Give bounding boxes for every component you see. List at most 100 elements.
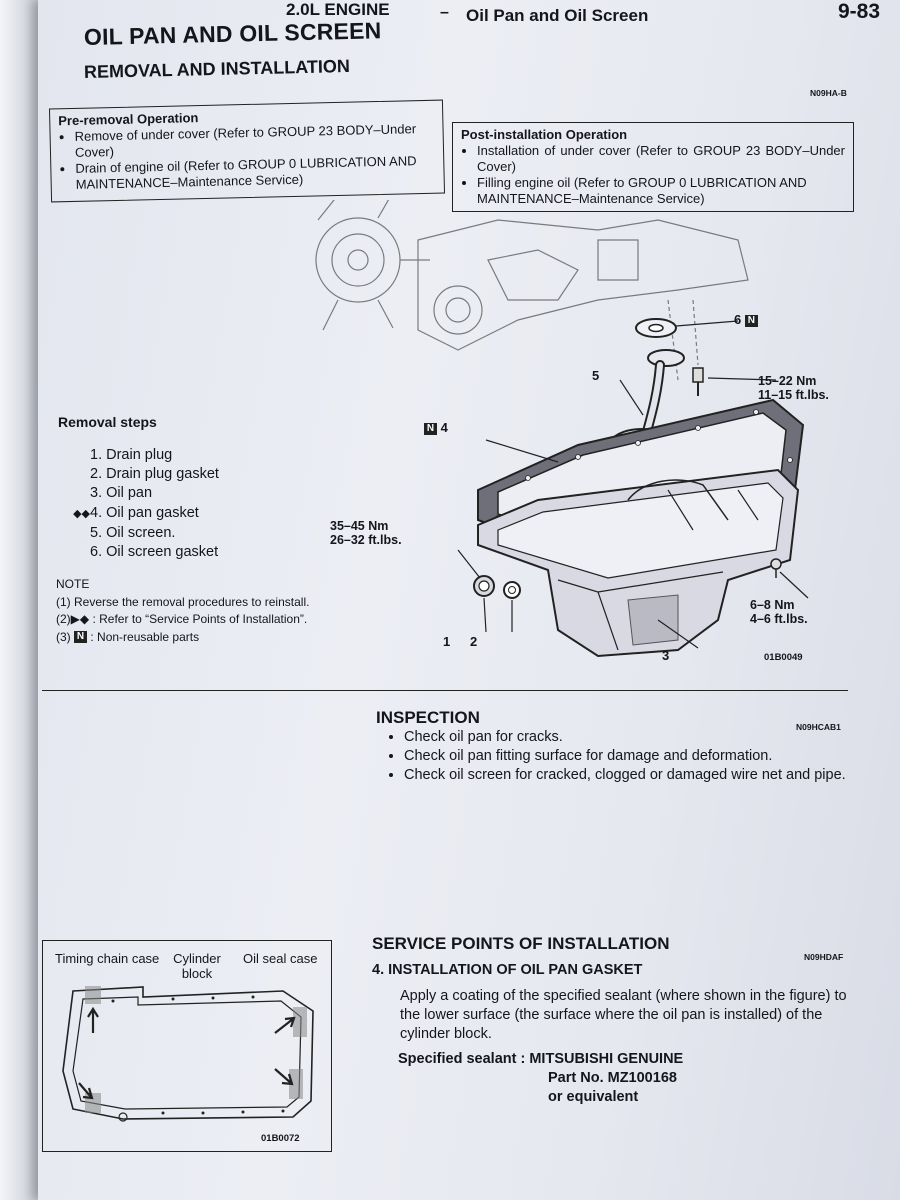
list-item: Filling engine oil (Refer to GROUP 0 LUB…: [477, 175, 845, 207]
leader-line: [483, 597, 487, 633]
torque-imperial: 11–15 ft.lbs.: [758, 388, 829, 402]
engine-block-outline: [315, 200, 749, 381]
step-text: 2. Drain plug gasket: [90, 466, 219, 483]
step-text: 1. Drain plug: [90, 447, 173, 463]
label-timing-chain-case: Timing chain case: [55, 951, 160, 966]
list-item: 3. Oil pan: [64, 484, 219, 503]
step-text: 3. Oil pan: [90, 485, 153, 502]
service-points-title: SERVICE POINTS OF INSTALLATION: [372, 934, 670, 953]
manual-page: 2.0L ENGINE – Oil Pan and Oil Screen 9-8…: [38, 0, 900, 1200]
section-divider: [42, 690, 848, 691]
leader-line: [619, 379, 644, 416]
inspection-code: N09HCAB1: [796, 722, 841, 732]
non-reusable-badge: N: [744, 314, 758, 327]
torque-metric: 6–8 Nm: [750, 598, 795, 612]
note-line: (1) Reverse the removal procedures to re…: [56, 594, 310, 609]
inspection-title: INSPECTION: [376, 708, 480, 727]
callout-number: 6: [734, 312, 742, 327]
step-text: 5. Oil screen.: [90, 524, 176, 541]
list-item: Check oil screen for cracked, clogged or…: [404, 766, 884, 785]
arrow-icon: [87, 1006, 99, 1033]
note-text: : Non-reusable parts: [90, 629, 200, 644]
label-cylinder-block: Cylinder block: [173, 951, 221, 981]
service-points-code: N09HDAF: [804, 952, 844, 962]
removal-steps-title: Removal steps: [58, 414, 157, 430]
torque-imperial: 26–32 ft.lbs.: [330, 533, 402, 547]
leader-line: [657, 619, 699, 649]
callout-number: 4: [440, 420, 448, 435]
torque-drain-plug: 35–45 Nm 26–32 ft.lbs.: [330, 519, 402, 547]
gasket-sealant-figure: Timing chain case Cylinder block Oil sea…: [42, 940, 332, 1152]
note-title: NOTE: [56, 577, 90, 591]
sealant-alternative: or equivalent: [548, 1089, 639, 1105]
page-number: 9-83: [838, 0, 881, 23]
sealant-part-number: Part No. MZ100168: [548, 1070, 677, 1086]
specified-sealant: Specified sealant : MITSUBISHI GENUINE P…: [398, 1050, 683, 1107]
adjacent-page-edge: [0, 0, 38, 1200]
list-item: Check oil pan fitting surface for damage…: [404, 747, 884, 766]
note-prefix: (2)▶◆: [56, 612, 90, 626]
torque-metric: 15–22 Nm: [758, 374, 817, 388]
list-item: 6. Oil screen gasket: [64, 543, 219, 562]
torque-imperial: 4–6 ft.lbs.: [750, 612, 808, 626]
page-title: OIL PAN AND OIL SCREEN: [83, 17, 382, 50]
list-item: Installation of under cover (Refer to GR…: [477, 143, 845, 175]
figure-code: 01B0049: [764, 652, 803, 663]
callout-5: 5: [592, 368, 600, 383]
torque-metric: 35–45 Nm: [330, 519, 389, 533]
arrow-icon: [274, 1016, 296, 1034]
section-header: Oil Pan and Oil Screen: [466, 6, 649, 25]
removal-code: N09HA-B: [810, 88, 847, 98]
chapter-header: 2.0L ENGINE: [286, 0, 390, 19]
removal-steps-list: 1. Drain plug 2. Drain plug gasket 3. Oi…: [64, 446, 219, 562]
note-block: NOTE (1) Reverse the removal procedures …: [56, 576, 309, 646]
list-item: 2. Drain plug gasket: [64, 465, 219, 484]
torque-pan-bolt: 6–8 Nm 4–6 ft.lbs.: [750, 598, 808, 626]
list-item: 1. Drain plug: [64, 446, 219, 465]
leader-line: [675, 320, 739, 327]
arrow-icon: [78, 1082, 94, 1100]
leader-line: [707, 377, 777, 381]
list-item: ◆◆4. Oil pan gasket: [64, 504, 219, 524]
note-line: (2)▶◆ : Refer to “Service Points of Inst…: [56, 611, 309, 629]
post-installation-box: Post-installation Operation Installation…: [452, 122, 854, 212]
leader-line: [457, 549, 481, 579]
note-line: (3) N : Non-reusable parts: [56, 629, 309, 647]
list-item: Drain of engine oil (Refer to GROUP 0 LU…: [75, 153, 436, 193]
pan-bolt: [770, 558, 782, 578]
torque-screen-bolt: 15–22 Nm 11–15 ft.lbs.: [758, 374, 829, 402]
post-installation-title: Post-installation Operation: [461, 127, 628, 142]
non-reusable-badge: N: [74, 631, 88, 644]
leader-line: [779, 571, 809, 599]
post-installation-list: Installation of under cover (Refer to GR…: [461, 143, 845, 207]
gasket-outline-drawing: [62, 986, 314, 1122]
service-step-paragraph: Apply a coating of the specified sealant…: [400, 988, 847, 1042]
drain-plug-gasket: [503, 581, 521, 599]
oil-screen-gasket: [635, 318, 677, 338]
callout-1: 1: [443, 634, 451, 649]
sealant-label: Specified sealant : MITSUBISHI GENUINE: [398, 1051, 684, 1067]
screen-bolt: [692, 367, 704, 396]
step-text: 6. Oil screen gasket: [90, 544, 219, 561]
callout-2: 2: [470, 634, 478, 649]
drain-plug: [473, 575, 495, 597]
oil-pan-exploded-diagram: [315, 200, 809, 658]
note-prefix: (3): [56, 629, 71, 644]
pre-removal-list: Remove of under cover (Refer to GROUP 23…: [58, 121, 435, 194]
label-oil-seal-case: Oil seal case: [243, 951, 318, 966]
header-separator: –: [440, 4, 449, 21]
pre-removal-box: Pre-removal Operation Remove of under co…: [48, 99, 446, 203]
inspection-list: Check oil pan for cracks. Check oil pan …: [378, 728, 884, 785]
callout-3: 3: [662, 648, 670, 663]
list-item: 5. Oil screen.: [64, 524, 219, 543]
step-mark: ◆◆: [73, 507, 90, 520]
arrow-icon: [274, 1068, 294, 1086]
callout-4: N 4: [424, 420, 448, 435]
step-text: 4. Oil pan gasket: [90, 504, 199, 521]
leader-line: [485, 439, 559, 463]
callout-6: 6 N: [734, 312, 758, 327]
page-subtitle: REMOVAL AND INSTALLATION: [83, 55, 351, 82]
service-step-title: 4. INSTALLATION OF OIL PAN GASKET: [372, 962, 643, 978]
non-reusable-badge: N: [424, 422, 437, 435]
list-item: Check oil pan for cracks.: [404, 728, 884, 747]
